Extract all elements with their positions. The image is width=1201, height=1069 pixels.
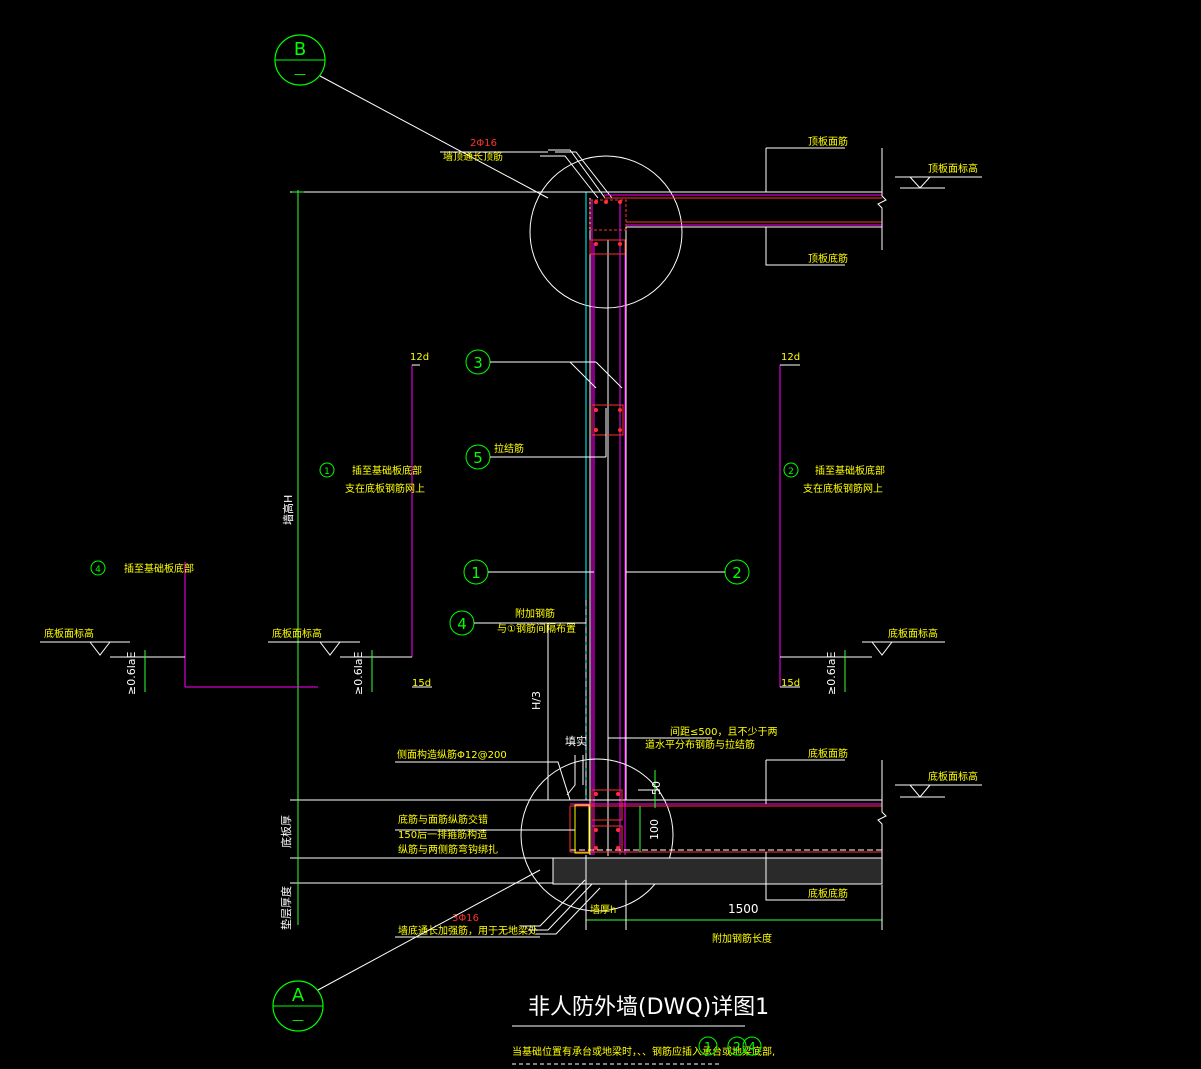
bottom-bars-desc: 墙底通长加强筋，用于无地梁处 bbox=[398, 924, 538, 937]
slab-top-elev-label: 顶板面标高 bbox=[928, 162, 978, 175]
extra-len-label: 附加钢筋长度 bbox=[712, 932, 772, 945]
top-slab bbox=[600, 147, 887, 266]
dim-50: 50 bbox=[650, 781, 663, 795]
base-detail-circle bbox=[520, 758, 674, 912]
base-bottom-bar-label: 底板底筋 bbox=[808, 887, 848, 900]
svg-text:支在底板钢筋网上: 支在底板钢筋网上 bbox=[345, 482, 425, 495]
floor-elev-right: 底板面标高 ≥0.6laE bbox=[780, 627, 945, 695]
cushion-thick-label: 垫层厚度 bbox=[279, 886, 293, 930]
section-marker-a: A — bbox=[272, 869, 541, 1032]
dim-1500: 1500 bbox=[728, 902, 759, 916]
svg-text:12d: 12d bbox=[781, 352, 800, 363]
svg-text:2: 2 bbox=[732, 564, 742, 582]
h3-label: H/3 bbox=[530, 691, 543, 710]
top-bars-label: 2Φ16 bbox=[470, 138, 497, 149]
callout-2: 2 bbox=[626, 559, 750, 585]
wall-height-label: 墙高H bbox=[281, 495, 295, 525]
svg-text:2: 2 bbox=[733, 1040, 741, 1054]
svg-text:4: 4 bbox=[457, 615, 467, 633]
floor-elev-left: 底板面标高 ≥0.6laE bbox=[40, 627, 185, 695]
elev-mark-top bbox=[895, 176, 982, 189]
svg-text:插至基础板底部: 插至基础板底部 bbox=[815, 464, 885, 477]
svg-text:15d: 15d bbox=[781, 678, 800, 689]
elev-mark-base bbox=[895, 784, 982, 798]
callout-3: 3 bbox=[465, 349, 623, 389]
wall bbox=[585, 192, 627, 856]
section-letter-b: B bbox=[294, 39, 306, 60]
filled-label: 填实 bbox=[565, 734, 587, 748]
detail-note-b: 150后一排箍筋构造 bbox=[398, 828, 487, 841]
section-letter-a: A bbox=[292, 985, 305, 1006]
spacing-note-a: 间距≤500，且不少于两 bbox=[670, 725, 777, 738]
svg-text:1: 1 bbox=[704, 1040, 712, 1054]
extra-bar-label-b: 与①钢筋间隔布置 bbox=[497, 622, 576, 635]
spacing-note-b: 道水平分布钢筋与拉结筋 bbox=[645, 738, 755, 751]
section-marker-b: B — bbox=[274, 34, 549, 199]
svg-text:4: 4 bbox=[748, 1040, 756, 1054]
svg-text:1: 1 bbox=[324, 467, 330, 477]
svg-text:≥0.6laE: ≥0.6laE bbox=[825, 651, 838, 695]
base-slab bbox=[290, 759, 887, 901]
detail-note-a: 底筋与面筋纵筋交错 bbox=[398, 813, 488, 826]
slab-bottom-bar-label: 顶板底筋 bbox=[808, 252, 848, 265]
rebar-4-bend: 4 插至基础板底部 bbox=[90, 560, 318, 688]
svg-text:3: 3 bbox=[473, 354, 483, 372]
drawing-title: 非人防外墙(DWQ)详图1 bbox=[528, 995, 769, 1020]
svg-text:支在底板钢筋网上: 支在底板钢筋网上 bbox=[803, 482, 883, 495]
top-detail-circle bbox=[529, 155, 683, 309]
svg-text:插至基础板底部: 插至基础板底部 bbox=[352, 464, 422, 477]
slab-top-bar-label: 顶板面筋 bbox=[808, 135, 848, 148]
svg-text:底板面标高: 底板面标高 bbox=[888, 627, 938, 640]
svg-text:≥0.6laE: ≥0.6laE bbox=[125, 651, 138, 695]
svg-text:2: 2 bbox=[788, 467, 794, 477]
base-top-elev-label: 底板面标高 bbox=[928, 770, 978, 783]
svg-text:15d: 15d bbox=[412, 678, 431, 689]
svg-text:底板面标高: 底板面标高 bbox=[44, 627, 94, 640]
svg-text:4: 4 bbox=[95, 565, 101, 575]
svg-text:底板面标高: 底板面标高 bbox=[272, 627, 322, 640]
dim-100: 100 bbox=[648, 819, 661, 840]
base-top-bar-label: 底板面筋 bbox=[808, 747, 848, 760]
extra-bar-label-a: 附加钢筋 bbox=[515, 607, 555, 620]
callout-1: 1 bbox=[463, 559, 594, 585]
section-sub-a: — bbox=[292, 1013, 304, 1027]
base-thick-label: 底板厚 bbox=[279, 815, 293, 848]
tie-bar-label: 拉结筋 bbox=[494, 442, 524, 455]
svg-text:5: 5 bbox=[473, 449, 483, 467]
bottom-bars-label: 3Φ16 bbox=[452, 913, 479, 924]
svg-text:≥0.6laE: ≥0.6laE bbox=[352, 651, 365, 695]
side-bars-label: 侧面构造纵筋Φ12@200 bbox=[397, 748, 507, 761]
svg-text:12d: 12d bbox=[410, 352, 429, 363]
top-bars-desc: 墙顶通长顶筋 bbox=[443, 150, 503, 163]
rebar-2-bend: 12d 15d 2 插至基础板底部 支在底板钢筋网上 bbox=[779, 352, 885, 689]
wall-thick-label: 墙厚h bbox=[590, 903, 616, 916]
wall-height-dim bbox=[290, 190, 600, 801]
svg-text:插至基础板底部: 插至基础板底部 bbox=[124, 562, 194, 575]
rebar-1-bend: 12d 15d 1 插至基础板底部 支在底板钢筋网上 bbox=[319, 352, 432, 689]
floor-elev-mid: 底板面标高 ≥0.6laE bbox=[268, 627, 412, 695]
detail-note-c: 纵筋与两侧筋弯钩绑扎 bbox=[398, 843, 498, 856]
callout-4: 4 附加钢筋 与①钢筋间隔布置 bbox=[449, 607, 586, 636]
svg-text:1: 1 bbox=[471, 564, 481, 582]
section-sub-b: — bbox=[294, 67, 306, 81]
callout-5: 5 拉结筋 bbox=[465, 408, 607, 470]
